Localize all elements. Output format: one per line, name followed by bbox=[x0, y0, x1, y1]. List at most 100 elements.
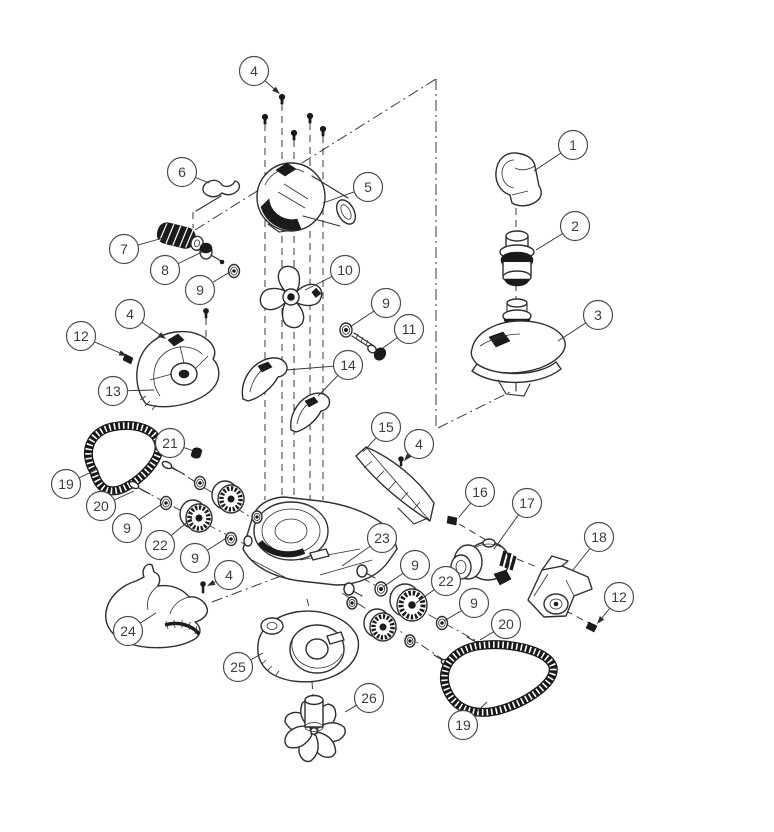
callout-balloon bbox=[511, 487, 543, 519]
callout-8: 8 bbox=[149, 251, 203, 286]
part-12-screw-right bbox=[585, 621, 598, 633]
callout-19: 19 bbox=[50, 468, 99, 500]
callout-balloon bbox=[85, 490, 117, 522]
callout-2: 2 bbox=[535, 210, 591, 251]
callout-4: 4 bbox=[403, 428, 435, 461]
callout-balloon bbox=[399, 549, 431, 581]
callout-number: 7 bbox=[120, 241, 128, 257]
callout-balloon bbox=[114, 298, 146, 330]
callout-balloon bbox=[50, 468, 82, 500]
callout-4: 4 bbox=[238, 55, 280, 94]
callout-12: 12 bbox=[597, 581, 635, 624]
part-15-deflector-flap bbox=[355, 446, 435, 525]
callout-17: 17 bbox=[493, 487, 543, 550]
callout-number: 22 bbox=[438, 573, 454, 589]
callout-9: 9 bbox=[382, 549, 431, 588]
callout-balloon bbox=[111, 512, 143, 544]
callout-number: 1 bbox=[569, 137, 577, 153]
part-7-grip-roller bbox=[156, 222, 204, 251]
callout-24: 24 bbox=[112, 612, 157, 647]
callout-balloon bbox=[403, 428, 435, 460]
leader-arrowhead bbox=[272, 86, 280, 94]
callout-number: 26 bbox=[361, 690, 377, 706]
callout-balloon bbox=[222, 651, 254, 683]
part-21-bearing-cap bbox=[190, 447, 203, 459]
callout-number: 19 bbox=[455, 717, 471, 733]
callout-11: 11 bbox=[382, 313, 425, 349]
callout-balloon bbox=[108, 233, 140, 265]
callout-9: 9 bbox=[179, 536, 229, 574]
part-12-screw-left bbox=[122, 353, 134, 365]
callout-number: 13 bbox=[105, 383, 121, 399]
callout-number: 10 bbox=[337, 262, 353, 278]
callout-number: 4 bbox=[415, 436, 423, 452]
callout-23: 23 bbox=[341, 522, 398, 567]
part-19-belt-left bbox=[83, 421, 164, 496]
callout-9: 9 bbox=[184, 271, 231, 306]
callout-9: 9 bbox=[443, 587, 490, 622]
part-25-bottom-plate bbox=[257, 610, 360, 683]
callout-number: 20 bbox=[93, 498, 109, 514]
part-1-hose-clip bbox=[495, 152, 542, 207]
callout-16: 16 bbox=[458, 476, 496, 518]
callout-balloon bbox=[329, 254, 361, 286]
callout-number: 3 bbox=[594, 307, 602, 323]
leader-arrowhead bbox=[157, 332, 166, 339]
callout-number: 9 bbox=[382, 295, 390, 311]
part-22-pulleys-left bbox=[179, 480, 245, 533]
callout-number: 16 bbox=[472, 484, 488, 500]
part-20-screws-left bbox=[128, 460, 185, 495]
callout-12: 12 bbox=[65, 320, 127, 356]
callout-6: 6 bbox=[166, 156, 210, 188]
callout-balloon bbox=[603, 581, 635, 613]
callout-number: 21 bbox=[162, 435, 178, 451]
callout-balloon bbox=[65, 320, 97, 352]
callout-18: 18 bbox=[572, 521, 615, 571]
callout-balloon bbox=[393, 313, 425, 345]
callout-balloon bbox=[557, 129, 589, 161]
callout-number: 12 bbox=[611, 589, 627, 605]
callout-number: 20 bbox=[498, 616, 514, 632]
part-10-impeller bbox=[259, 265, 323, 329]
part-23-chassis bbox=[242, 496, 398, 597]
callout-balloon bbox=[184, 274, 216, 306]
callout-number: 4 bbox=[225, 567, 233, 583]
callout-balloon bbox=[149, 254, 181, 286]
part-26-turbine bbox=[284, 694, 346, 763]
callout-number: 8 bbox=[161, 262, 169, 278]
callout-balloon bbox=[97, 375, 129, 407]
callout-1: 1 bbox=[533, 129, 589, 172]
callout-number: 23 bbox=[374, 530, 390, 546]
callout-20: 20 bbox=[479, 608, 522, 641]
leader-arrowhead bbox=[597, 616, 605, 624]
callout-number: 9 bbox=[411, 557, 419, 573]
callout-balloon bbox=[238, 55, 270, 87]
callout-balloon bbox=[166, 156, 198, 188]
callout-number: 4 bbox=[126, 306, 134, 322]
callout-balloon bbox=[458, 587, 490, 619]
callout-balloon bbox=[213, 559, 245, 591]
callout-13: 13 bbox=[97, 375, 155, 407]
callout-number: 11 bbox=[402, 321, 417, 337]
part-3-top-cover bbox=[470, 298, 566, 397]
callout-9: 9 bbox=[349, 287, 402, 328]
callout-balloon bbox=[179, 542, 211, 574]
callout-number: 4 bbox=[250, 63, 258, 79]
callout-3: 3 bbox=[557, 299, 614, 342]
callout-balloon bbox=[353, 682, 385, 714]
callout-number: 9 bbox=[123, 520, 131, 536]
callout-balloon bbox=[352, 171, 384, 203]
callout-balloon bbox=[154, 427, 186, 459]
callout-layer: 1234567891091141213141542119209229416171… bbox=[50, 55, 635, 741]
part-5-pump-housing bbox=[256, 162, 357, 233]
callout-22: 22 bbox=[415, 565, 462, 604]
callout-20: 20 bbox=[85, 490, 135, 522]
callout-number: 15 bbox=[378, 419, 394, 435]
callout-number: 12 bbox=[73, 328, 89, 344]
callout-balloon bbox=[559, 210, 591, 242]
leader-arrowhead bbox=[207, 579, 216, 586]
part-6-retainer-clip bbox=[195, 179, 241, 212]
callout-number: 9 bbox=[191, 550, 199, 566]
callout-balloon bbox=[366, 522, 398, 554]
